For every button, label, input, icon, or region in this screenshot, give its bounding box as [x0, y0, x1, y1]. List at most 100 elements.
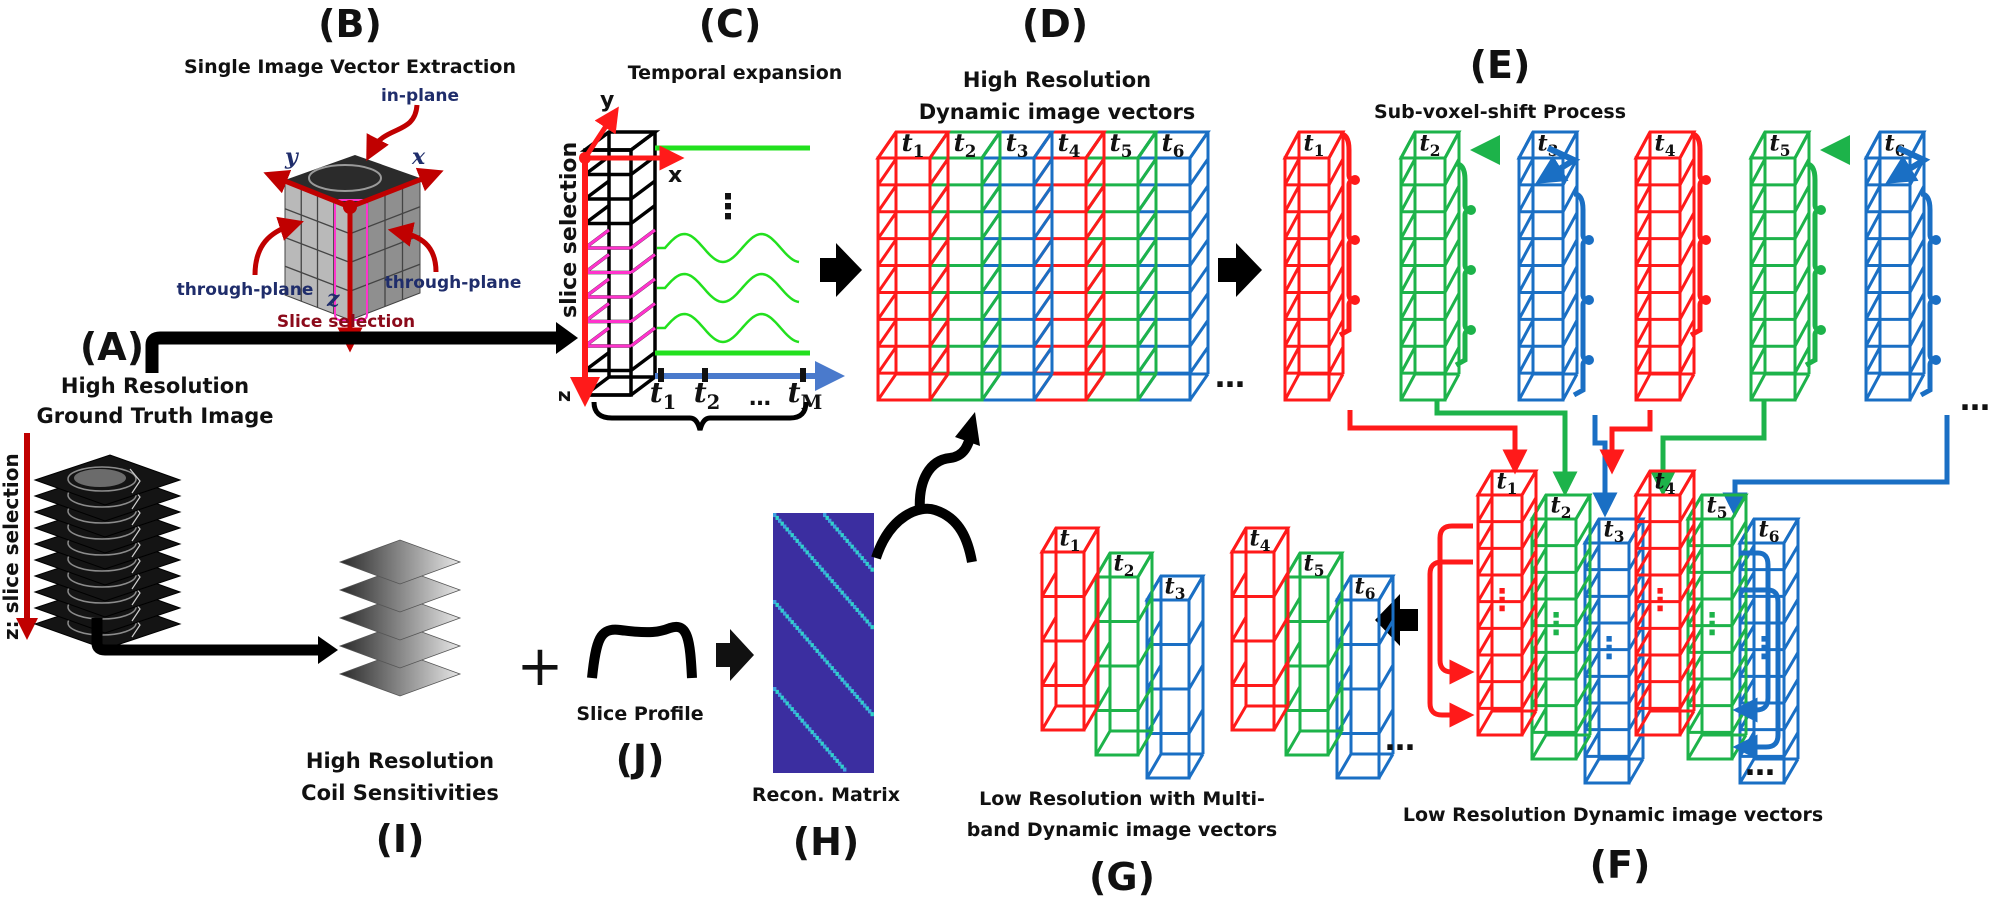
panel-e-title: Sub-voxel-shift Process [1374, 101, 1626, 123]
panel-a-letter: (A) [80, 325, 144, 369]
through-plane-right-label: through-plane [385, 273, 522, 293]
e-to-f-arrow-6 [1722, 415, 1950, 518]
c-dynamic-signal-1 [657, 232, 800, 264]
f-more: … [1745, 748, 1775, 783]
frame-label-t5: t5 [1770, 131, 1791, 161]
f-ellipsis-t4: ⋮ [1645, 583, 1675, 618]
panel-c-letter: (C) [699, 2, 762, 46]
plus-sign: + [517, 634, 564, 699]
matrix-entry [828, 750, 832, 755]
c-to-d-arrow [820, 243, 862, 297]
matrix-entry [788, 704, 792, 709]
panel-j-letter: (J) [616, 737, 665, 781]
f-lowres-vectors: t3⋮t2⋮t1⋮t6⋮t5⋮t4⋮ [1475, 469, 1801, 785]
matrix-entry [850, 544, 854, 549]
panel-a: (A) High Resolution Ground Truth Image z… [0, 322, 578, 664]
frame-label-t6: t6 [1355, 574, 1376, 604]
matrix-entry [865, 561, 869, 566]
b-axis-x: x [411, 144, 426, 170]
frame-label-t3: t3 [1604, 517, 1625, 547]
panel-i: High Resolution Coil Sensitivities (I) [301, 539, 499, 861]
slice-selection-label: Slice selection [277, 312, 415, 332]
matrix-entry [868, 564, 872, 569]
panel-i-title-2: Coil Sensitivities [301, 781, 499, 805]
frame-label-t3: t3 [1165, 574, 1186, 604]
frame-label-t4: t4 [1250, 526, 1271, 556]
matrix-entry [788, 617, 792, 622]
panel-g-letter: (G) [1089, 855, 1155, 899]
f-ellipsis-t5: ⋮ [1697, 607, 1727, 642]
panel-c-title: Temporal expansion [628, 62, 843, 84]
matrix-entry [848, 541, 852, 546]
matrix-entry [818, 738, 822, 743]
matrix-entry [810, 643, 814, 648]
matrix-entry [798, 541, 802, 546]
x-axis-arrow [349, 167, 444, 210]
c-axis-y: y [600, 88, 614, 113]
time-tick-tM [800, 368, 806, 382]
matrix-entry [830, 521, 834, 526]
g-frame-t2: t2 [1093, 551, 1155, 757]
matrix-entry [838, 530, 842, 535]
c-axis-z: z [551, 390, 575, 402]
matrix-entry [853, 605, 857, 610]
matrix-entry [785, 614, 789, 619]
e-to-f-arrows [1347, 400, 1950, 518]
matrix-entry [798, 628, 802, 633]
matrix-entry [870, 625, 874, 630]
matrix-entry [840, 677, 844, 682]
y-axis-arrow [263, 170, 351, 210]
g-frame-t1: t1 [1039, 526, 1101, 732]
matrix-entry [818, 651, 822, 656]
matrix-entry [840, 533, 844, 538]
matrix-entry [835, 584, 839, 589]
frame-label-t1: t1 [650, 376, 677, 414]
matrix-entry [793, 623, 797, 628]
matrix-entry [825, 660, 829, 665]
matrix-entry [773, 687, 777, 692]
matrix-entry [833, 756, 837, 761]
matrix-entry [858, 610, 862, 615]
frame-label-t2: t2 [1420, 131, 1441, 161]
time-tick-t2 [702, 368, 708, 382]
panel-a-title-2: Ground Truth Image [36, 404, 273, 428]
recon-matrix [773, 513, 874, 773]
c-time-brace [591, 401, 809, 431]
matrix-entry [775, 689, 779, 694]
matrix-entry [860, 613, 864, 618]
matrix-entry [823, 744, 827, 749]
matrix-entry [820, 741, 824, 746]
frame-label-t5: t5 [1304, 551, 1325, 581]
matrix-entry [845, 596, 849, 601]
f-frame-t2: t2 [1529, 493, 1593, 761]
panel-e-letter: (E) [1470, 43, 1531, 87]
e-to-f-arrow-3 [1592, 415, 1618, 518]
matrix-entry [868, 622, 872, 627]
frame-label-t1: t1 [902, 128, 925, 161]
frame-label-t4: t4 [1058, 128, 1081, 161]
matrix-entry [810, 730, 814, 735]
j-to-h-arrow [716, 629, 754, 681]
matrix-entry [853, 547, 857, 552]
panel-b-title: Single Image Vector Extraction [184, 56, 516, 78]
f-blue-loop-2 [1732, 587, 1781, 760]
matrix-entry [863, 616, 867, 621]
matrix-entry [783, 524, 787, 529]
matrix-entry [843, 767, 847, 772]
c-y-axis [582, 106, 619, 160]
frame-label-t5: t5 [1707, 493, 1728, 523]
matrix-entry [820, 567, 824, 572]
frame-label-t6: t6 [1885, 131, 1906, 161]
panel-f: t3⋮t2⋮t1⋮t6⋮t5⋮t4⋮ … Low Resolution Dyna… [1375, 469, 1823, 887]
matrix-entry [778, 518, 782, 523]
matrix-entry [843, 536, 847, 541]
e-frame-t2: t2 [1398, 130, 1462, 402]
panel-a-title-1: High Resolution [61, 374, 249, 398]
matrix-entry [808, 640, 812, 645]
matrix-entry [845, 538, 849, 543]
time-tick-t1 [658, 368, 664, 382]
f-red-loop-2 [1427, 559, 1475, 728]
